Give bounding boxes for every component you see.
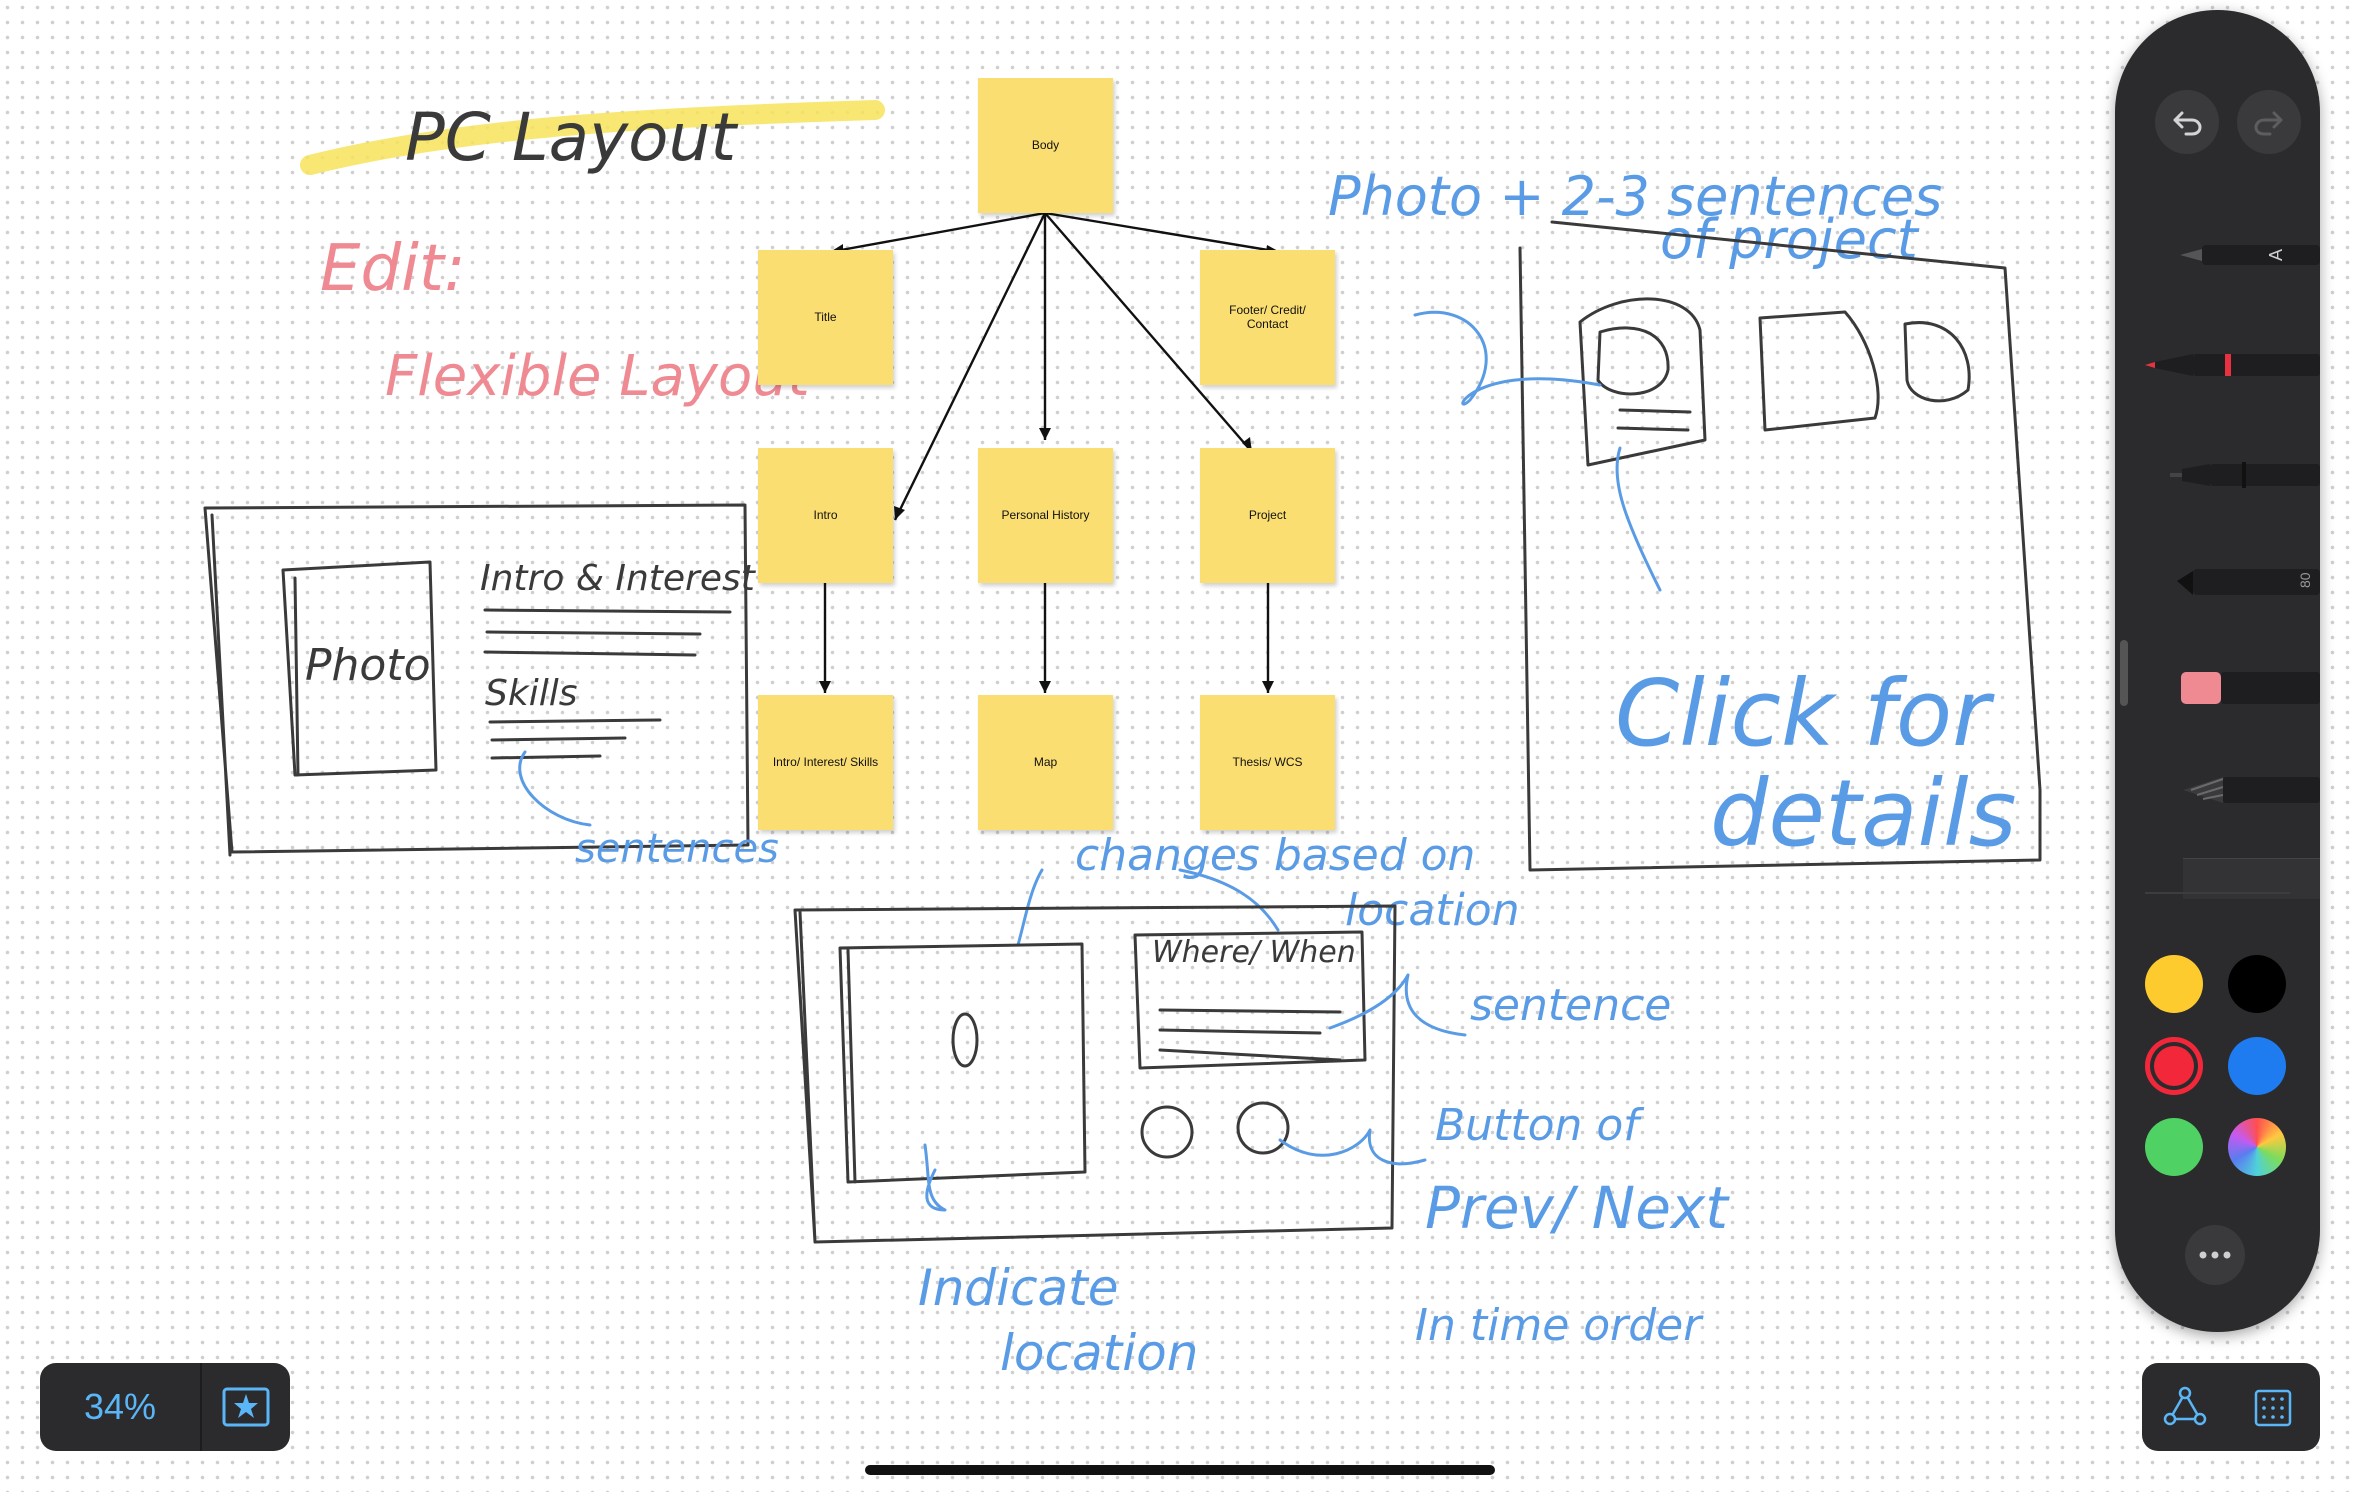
handwriting-flexible-layout: Flexible Layout [385, 344, 812, 409]
handwriting-in-time-order: In time order [1415, 1300, 1704, 1351]
zoom-level[interactable]: 34% [83, 1386, 157, 1427]
handwriting-intro-interest: Intro & Interest [480, 558, 757, 599]
sketch-cards-right [1578, 297, 1971, 467]
toolbar-drag-handle[interactable] [2120, 640, 2128, 706]
sketch-frame-left [203, 503, 750, 857]
tool-palette: A 80 [2115, 10, 2320, 1332]
color-swatch-blue[interactable] [2228, 1037, 2286, 1095]
sticky-note-thesis[interactable]: Thesis/ WCS [1200, 695, 1335, 830]
handwriting-where-when: Where/ When [1152, 935, 1356, 970]
sketch-photo-box [281, 560, 438, 777]
redo-icon [2254, 111, 2283, 136]
handwriting-location2: location [1000, 1324, 1198, 1382]
sketch-map-box [838, 942, 1087, 1184]
highlighter-stroke [300, 100, 885, 175]
favorites-button[interactable] [202, 1387, 290, 1427]
sticky-note-footer[interactable]: Footer/ Credit/ Contact [1200, 250, 1335, 385]
handwriting-of-project: of project [1660, 208, 1920, 271]
handwriting-indicate: Indicate [918, 1259, 1119, 1317]
handwriting-skills: Skills [485, 673, 577, 714]
handwriting-photo: Photo [305, 640, 431, 691]
handwriting-click-for: Click for [1615, 660, 1995, 767]
toolbar-separator [2145, 892, 2290, 894]
handwriting-sentence: sentence [1470, 980, 1671, 1031]
sticky-note-project[interactable]: Project [1200, 448, 1335, 583]
handwriting-changes-based-on: changes based on [1075, 830, 1475, 881]
color-wheel-picker[interactable] [2228, 1118, 2286, 1176]
ink-arrow-changes [1016, 868, 1280, 947]
sketch-frame-bottom [793, 904, 1397, 1244]
sticky-note-title[interactable]: Title [758, 250, 893, 385]
ink-arrow-indicate [923, 1143, 947, 1212]
sketch-map-pin [951, 1012, 979, 1068]
undo-button[interactable] [2155, 90, 2219, 154]
sticky-note-body[interactable]: Body [978, 78, 1113, 213]
handwriting-edit: Edit: [320, 232, 466, 306]
shapes-button[interactable] [2160, 1383, 2210, 1433]
handwriting-pc-layout: PC Layout [405, 99, 738, 176]
handwriting-location: location [1345, 885, 1520, 936]
grid-button[interactable] [2248, 1383, 2298, 1433]
eraser-tool-icon[interactable] [2181, 662, 2320, 712]
shapes-icon [2163, 1386, 2207, 1426]
color-swatch-red-selected[interactable] [2145, 1037, 2203, 1095]
undo-icon [2173, 111, 2202, 136]
sticky-note-intro-skills[interactable]: Intro/ Interest/ Skills [758, 695, 893, 830]
pen-tool-icon[interactable]: A [2180, 232, 2320, 278]
handwriting-sentences: sentences [575, 826, 779, 872]
star-icon [222, 1387, 270, 1427]
sketch-text-lines-1 [483, 608, 732, 657]
ink-arrow-card [1413, 310, 1662, 592]
grid-icon [2254, 1389, 2292, 1427]
svg-text:A: A [2266, 249, 2286, 261]
sketch-next-button [1236, 1101, 1290, 1155]
zoom-control: 34% [40, 1363, 290, 1451]
ink-arrow-sentences [518, 750, 592, 827]
redo-button[interactable] [2237, 90, 2301, 154]
color-swatch-green[interactable] [2145, 1118, 2203, 1176]
zoom-divider [200, 1363, 202, 1451]
handwriting-button-of: Button of [1435, 1100, 1645, 1151]
svg-text:80: 80 [2297, 572, 2313, 588]
red-pen-tool-icon[interactable] [2145, 342, 2320, 388]
sticky-note-personal-history[interactable]: Personal History [978, 448, 1113, 583]
sketch-text-lines-2 [488, 718, 662, 760]
view-controls [2142, 1363, 2320, 1451]
color-swatch-black[interactable] [2228, 955, 2286, 1013]
fineliner-tool-icon[interactable] [2170, 452, 2320, 498]
handwriting-details: details [1710, 760, 2017, 867]
handwriting-prev-next: Prev/ Next [1425, 1174, 1730, 1242]
ellipsis-icon [2199, 1251, 2231, 1259]
sticky-note-map[interactable]: Map [978, 695, 1113, 830]
sketch-info-box [1133, 930, 1367, 1070]
marker-tool-icon[interactable]: 80 [2177, 557, 2320, 607]
sketch-prev-button [1140, 1105, 1194, 1159]
handwriting-photo-sentences: Photo + 2-3 sentences [1328, 165, 1942, 228]
home-indicator[interactable] [865, 1465, 1495, 1475]
ink-arrow-button [1278, 1128, 1427, 1166]
diagram-connectors [823, 211, 1281, 693]
color-swatch-yellow[interactable] [2145, 955, 2203, 1013]
ink-arrow-sentence [1328, 973, 1467, 1037]
sticky-note-intro[interactable]: Intro [758, 448, 893, 583]
sketch-frame-right [1518, 220, 2042, 872]
lasso-tool-icon[interactable] [2183, 767, 2320, 813]
more-options-button[interactable] [2185, 1225, 2245, 1285]
